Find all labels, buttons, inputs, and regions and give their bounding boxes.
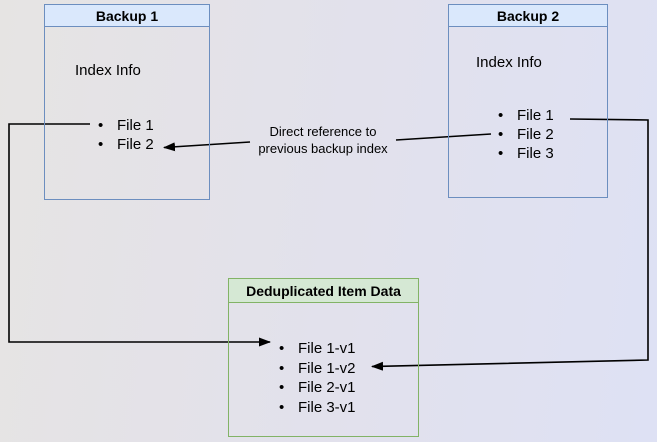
list-item: • File 2 bbox=[498, 125, 554, 144]
bullet-icon: • bbox=[498, 107, 504, 124]
bullet-icon: • bbox=[279, 398, 285, 416]
file-label: File 1 bbox=[117, 117, 154, 134]
bullet-icon: • bbox=[498, 126, 504, 143]
backup2-box: Backup 2 Index Info • File 1 • File 2 • … bbox=[448, 4, 608, 198]
bullet-icon: • bbox=[98, 117, 104, 134]
file-label: File 3 bbox=[517, 145, 554, 162]
file-label: File 2-v1 bbox=[298, 379, 356, 396]
file-label: File 2 bbox=[117, 136, 154, 153]
list-item: • File 2-v1 bbox=[279, 378, 356, 398]
list-item: • File 1-v1 bbox=[279, 339, 356, 359]
dedup-file-list: • File 1-v1 • File 1-v2 • File 2-v1 • Fi… bbox=[279, 339, 356, 417]
list-item: • File 1-v2 bbox=[279, 359, 356, 379]
backup1-file-list: • File 1 • File 2 bbox=[98, 116, 154, 154]
list-item: • File 1 bbox=[498, 106, 554, 125]
dedup-box: Deduplicated Item Data • File 1-v1 • Fil… bbox=[228, 278, 419, 437]
file-label: File 1-v1 bbox=[298, 340, 356, 357]
file-label: File 3-v1 bbox=[298, 398, 356, 416]
list-item: • File 3 bbox=[498, 144, 554, 163]
annotation-line1: Direct reference to bbox=[269, 124, 377, 139]
dedup-title: Deduplicated Item Data bbox=[229, 279, 418, 303]
list-item: • File 3-v1 bbox=[279, 398, 356, 418]
backup1-box: Backup 1 Index Info • File 1 • File 2 bbox=[44, 4, 210, 200]
list-item: • File 2 bbox=[98, 135, 154, 154]
bullet-icon: • bbox=[98, 136, 104, 153]
backup2-title: Backup 2 bbox=[449, 5, 607, 27]
file-label: File 1-v2 bbox=[298, 359, 356, 377]
backup2-file-list: • File 1 • File 2 • File 3 bbox=[498, 106, 554, 163]
file-label: File 1 bbox=[517, 107, 554, 124]
bullet-icon: • bbox=[279, 359, 285, 377]
backup1-subtitle: Index Info bbox=[75, 62, 141, 79]
list-item: • File 1 bbox=[98, 116, 154, 135]
annotation-line2: previous backup index bbox=[258, 141, 388, 156]
backup2-subtitle: Index Info bbox=[476, 54, 542, 71]
backup1-title: Backup 1 bbox=[45, 5, 209, 27]
bullet-icon: • bbox=[498, 145, 504, 162]
bullet-icon: • bbox=[279, 379, 285, 396]
file-label: File 2 bbox=[517, 126, 554, 143]
bullet-icon: • bbox=[279, 340, 285, 357]
connector-annotation: Direct reference to previous backup inde… bbox=[249, 123, 397, 157]
